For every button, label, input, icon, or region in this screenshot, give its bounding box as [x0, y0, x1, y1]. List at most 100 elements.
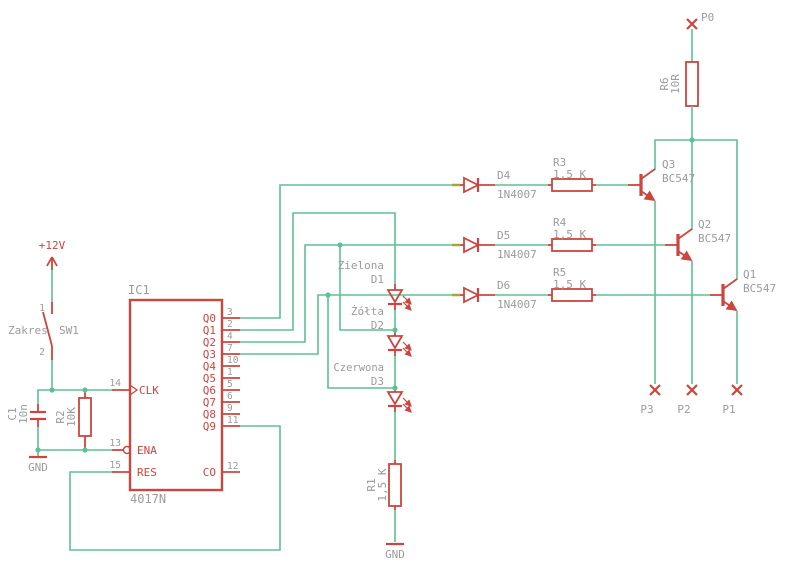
ic1-pin-clk-number: 14 [110, 378, 122, 389]
d5-value: 1N4007 [497, 248, 537, 261]
diode-d5-symbol[interactable]: D5 1N4007 [460, 229, 537, 261]
q3-emitter-lead [640, 190, 656, 202]
ic1-pin-res-label: RES [137, 466, 157, 479]
r2-body [78, 397, 92, 437]
gnd-bottom-symbol[interactable]: GND [385, 542, 405, 561]
net-q0-to-d4[interactable] [240, 184, 452, 319]
sw1-lever [42, 311, 53, 347]
q1-emitter-lead [722, 300, 738, 312]
ic1-pin-q7-label: Q7 [203, 396, 216, 409]
gnd-left-symbol[interactable]: GND [28, 455, 48, 474]
resistor-r6-symbol[interactable]: R6 10R [658, 61, 699, 107]
d4-name: D4 [497, 169, 511, 182]
net-collector-bus[interactable] [654, 139, 738, 280]
r1-value: 1,5 K [376, 468, 389, 501]
ic1-pin-q5-number: 1 [227, 367, 233, 378]
gnd-left-label: GND [28, 461, 48, 474]
capacitor-c1-symbol[interactable]: C1 10n [6, 404, 46, 427]
q2-name: Q2 [698, 218, 711, 231]
switch-sw1-symbol[interactable]: 1 2 SW1 Zakres [8, 302, 79, 360]
resistor-r3-symbol[interactable]: R3 1,5 K [548, 156, 596, 192]
q1-value: BC547 [743, 282, 776, 295]
q3-value: BC547 [662, 172, 695, 185]
d2-name: D2 [371, 319, 384, 332]
c1-name: C1 [6, 407, 19, 420]
ic1-value: 4017N [130, 492, 166, 506]
transistor-q3-symbol[interactable]: Q3 BC547 [628, 158, 695, 202]
d3-triangle [386, 391, 404, 406]
led-emission-icon [402, 341, 412, 351]
led-emission-icon [402, 347, 412, 357]
d1-triangle [386, 289, 404, 304]
junction-dot [392, 385, 398, 391]
port-p2-symbol[interactable]: P2 [677, 384, 698, 416]
diode-d6-symbol[interactable]: D6 1N4007 [460, 279, 537, 311]
q1-collector-lead [722, 278, 738, 290]
p0-cross-icon [686, 18, 698, 30]
port-p0-symbol[interactable]: P0 [686, 11, 714, 30]
d2-value: Żółta [351, 305, 384, 318]
ic1-pin-q0-number: 3 [227, 307, 233, 318]
ic1-pin-q2-number: 4 [227, 331, 233, 342]
transistor-q2-symbol[interactable]: Q2 BC547 [665, 218, 731, 262]
inversion-bubble-icon [122, 445, 132, 455]
r4-value: 1,5 K [553, 228, 586, 241]
ic1-pin-co-number: 12 [227, 461, 238, 472]
resistor-r2-symbol[interactable]: R2 10K [54, 390, 92, 450]
net-clk-rail[interactable] [37, 389, 112, 404]
sw1-pin1-number: 1 [39, 303, 45, 314]
ic1-pin-q5-label: Q5 [203, 372, 216, 385]
net-q2-to-d5[interactable] [240, 244, 452, 343]
led-emission-icon [402, 397, 412, 407]
c1-value: 10n [17, 404, 30, 424]
p1-label: P1 [722, 403, 735, 416]
junction-dot [337, 242, 343, 248]
ic1-symbol[interactable]: IC1 4017N CLK 14 ENA 13 RES 15 Q0 3 Q1 2… [110, 283, 240, 506]
ic1-pin-q8-number: 9 [227, 403, 233, 414]
q2-emitter-lead [677, 250, 693, 262]
led-d3-symbol[interactable]: Czerwona D3 [333, 362, 412, 413]
net-tap-to-led-d2[interactable] [339, 245, 395, 331]
port-p3-symbol[interactable]: P3 [640, 384, 661, 416]
resistor-r1-symbol[interactable]: R1 1,5 K [365, 460, 402, 510]
d3-name: D3 [371, 375, 384, 388]
d4-value: 1N4007 [497, 188, 537, 201]
r6-name: R6 [658, 77, 671, 90]
port-p1-symbol[interactable]: P1 [722, 384, 743, 416]
led-emission-icon [402, 301, 412, 311]
r2-value: 10K [65, 407, 78, 427]
r6-value: 10R [669, 74, 682, 94]
net-q3-to-d6[interactable] [240, 294, 452, 355]
vcc-symbol[interactable]: +12V [39, 239, 66, 270]
net-tap-to-led-d3[interactable] [327, 295, 395, 389]
junction-dot [35, 447, 41, 453]
junction-dot [82, 387, 88, 393]
junction-dot [82, 447, 88, 453]
p3-label: P3 [640, 403, 653, 416]
ic1-pin-q8-label: Q8 [203, 408, 216, 421]
ic1-pin-q4-number: 10 [227, 355, 239, 366]
d6-name: D6 [497, 279, 510, 292]
led-d2-symbol[interactable]: Żółta D2 [351, 305, 412, 357]
ic1-pin-q9-label: Q9 [203, 420, 216, 433]
net-q1-to-led-d1[interactable] [240, 212, 396, 331]
led-d1-symbol[interactable]: Zielona D1 [338, 259, 412, 311]
d6-triangle [463, 286, 481, 304]
ic1-pin-q6-label: Q6 [203, 384, 216, 397]
junction-dots [35, 137, 695, 453]
ic1-pin-ena-label: ENA [137, 444, 157, 457]
ic1-pin-q7-number: 6 [227, 391, 233, 402]
transistor-q1-symbol[interactable]: Q1 BC547 [710, 268, 776, 312]
ic1-pin-q2-label: Q2 [203, 336, 216, 349]
diode-d4-symbol[interactable]: D4 1N4007 [460, 169, 537, 201]
ic1-pin-co-label: CO [203, 466, 216, 479]
d1-value: Zielona [338, 259, 384, 272]
resistor-r4-symbol[interactable]: R4 1,5 K [548, 216, 596, 252]
ic1-pin-q1-label: Q1 [203, 324, 216, 337]
p1-cross-icon [731, 384, 743, 396]
resistor-r5-symbol[interactable]: R5 1,5 K [548, 266, 596, 302]
junction-dot [325, 292, 331, 298]
net-res-to-q9[interactable] [69, 425, 281, 551]
